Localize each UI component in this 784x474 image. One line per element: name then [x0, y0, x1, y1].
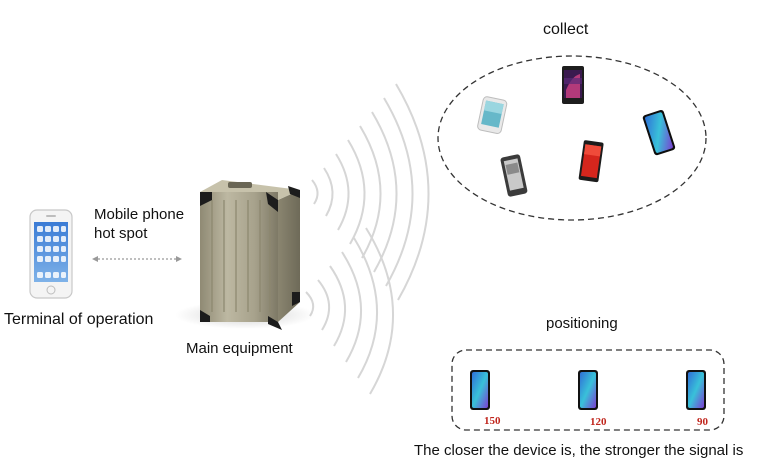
hotspot-connection-arrow — [92, 256, 182, 262]
main-equipment-label: Main equipment — [186, 340, 293, 357]
collected-phone-red-icon — [578, 140, 604, 183]
terminal-label: Terminal of operation — [4, 311, 154, 328]
positioning-area — [451, 349, 725, 431]
positioning-phone-1-icon — [470, 370, 490, 410]
main-equipment-case-icon — [175, 180, 315, 330]
signal-waves — [305, 83, 430, 395]
signal-value-2: 120 — [590, 416, 607, 428]
collected-phone-sony-icon — [562, 66, 584, 104]
collected-phone-white-icon — [477, 96, 508, 135]
mobile-hotspot-label-line1: Mobile phone — [94, 206, 185, 223]
terminal-iphone-icon — [29, 209, 73, 299]
collected-phone-rugged-icon — [500, 154, 528, 197]
mobile-hotspot-label-line2: hot spot — [94, 225, 148, 242]
collected-phone-huawei-icon — [642, 109, 676, 156]
collect-label: collect — [543, 21, 589, 38]
signal-value-1: 150 — [484, 415, 501, 427]
collect-area — [437, 55, 707, 221]
positioning-label: positioning — [546, 315, 618, 332]
closer-note-label: The closer the device is, the stronger t… — [414, 442, 744, 459]
positioning-phone-2-icon — [578, 370, 598, 410]
positioning-phone-3-icon — [686, 370, 706, 410]
signal-value-3: 90 — [697, 416, 708, 428]
